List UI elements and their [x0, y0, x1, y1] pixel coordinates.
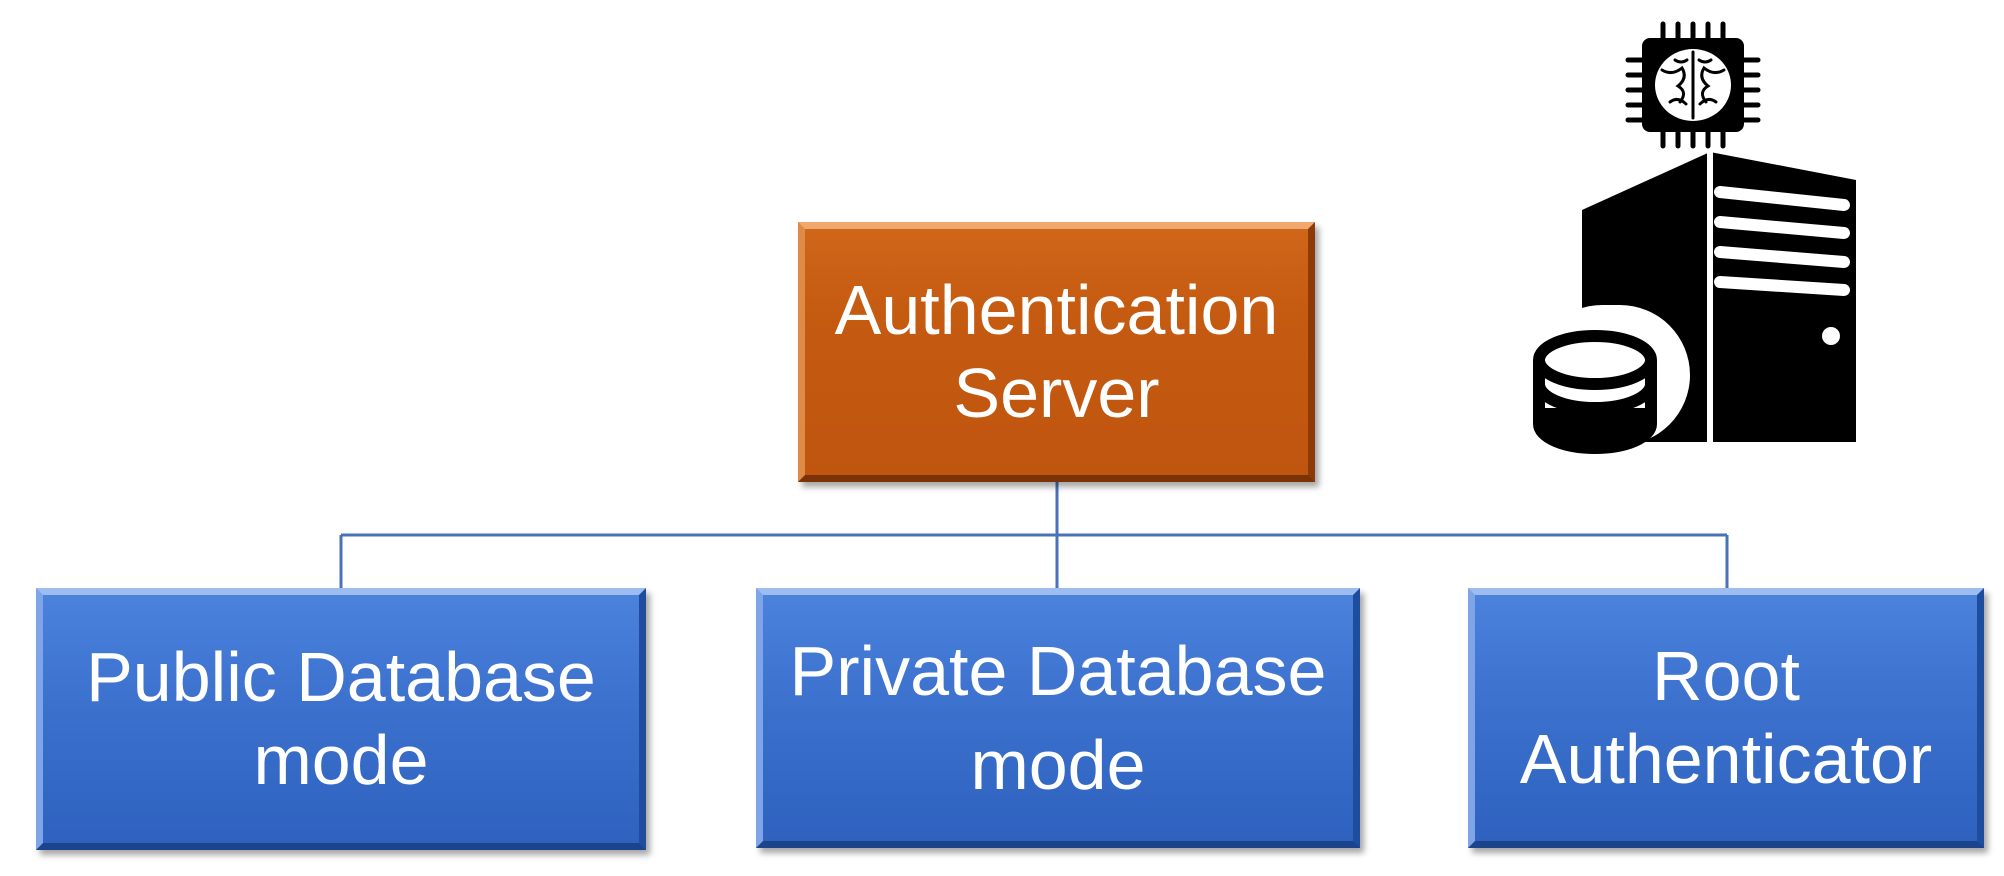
ai-chip-brain-icon: [1625, 21, 1761, 149]
public-database-label-line1: Public Database: [86, 638, 596, 717]
database-icon: [1532, 305, 1690, 454]
root-authenticator-node: Root Authenticator: [1468, 588, 1984, 848]
public-database-label-line2: mode: [253, 721, 429, 799]
authentication-server-node: Authentication Server: [798, 222, 1315, 482]
root-authenticator-label-line2: Authenticator: [1519, 720, 1933, 798]
root-authenticator-label-line1: Root: [1652, 637, 1800, 716]
private-database-label-line1: Private Database: [789, 631, 1327, 710]
server-with-ai-chip-icon: [1532, 21, 1856, 454]
private-database-label-line2: mode: [970, 726, 1146, 804]
authentication-server-label-line2: Server: [953, 354, 1160, 432]
authentication-server-label-line1: Authentication: [834, 271, 1279, 350]
private-database-mode-node: Private Database mode: [756, 588, 1360, 848]
public-database-mode-node: Public Database mode: [36, 588, 646, 850]
